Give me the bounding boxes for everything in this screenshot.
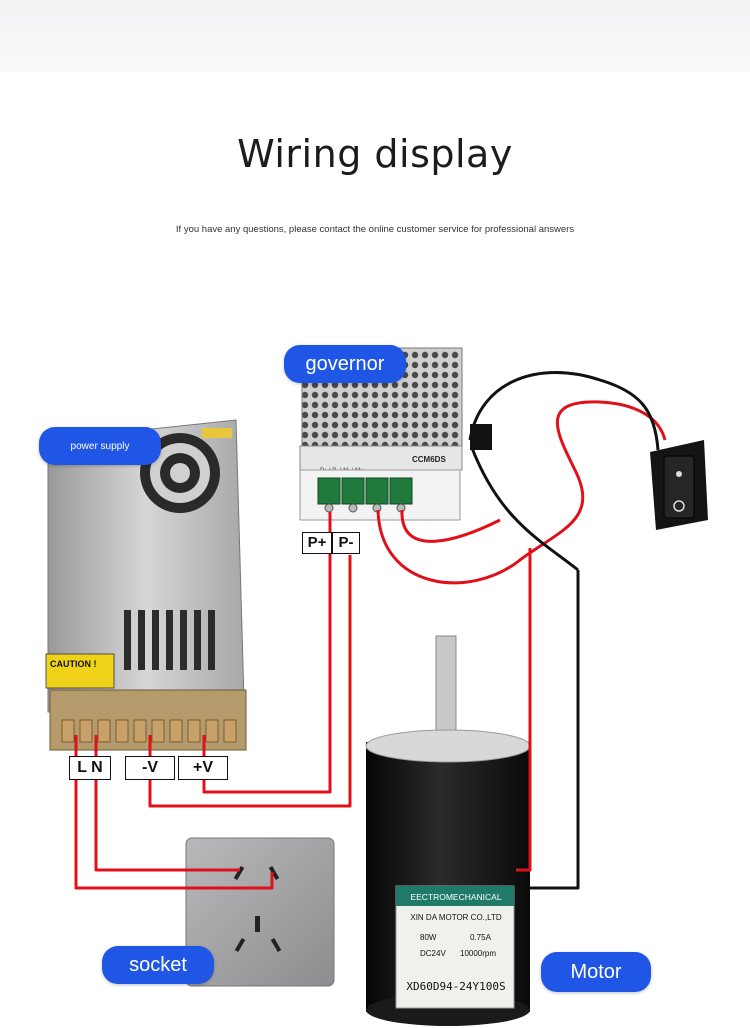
wall-socket <box>185 837 335 987</box>
motor-brand: EECTROMECHANICAL <box>410 892 501 902</box>
top-banner <box>0 0 750 72</box>
terminal-ln: L N <box>69 756 111 780</box>
governor-label: governor <box>284 345 406 383</box>
motor-voltage: DC24V <box>420 949 446 958</box>
dc-motor: EECTROMECHANICAL XIN DA MOTOR CO.,LTD 80… <box>365 635 531 1026</box>
power-supply-label: power supply <box>39 427 161 465</box>
power-supply-unit: CAUTION ! <box>45 419 247 751</box>
motor-model: XD60D94-24Y100S <box>406 980 505 993</box>
governor-model: CCM6DS <box>412 455 446 464</box>
wiring-illustration: CAUTION ! CCM6DS P+ | P- | M- | M+ <box>45 347 708 1026</box>
power-supply-text: power supply <box>70 440 130 452</box>
socket-label: socket <box>102 946 214 984</box>
motor-speed: 10000rpm <box>460 949 496 958</box>
page-subtitle: If you have any questions, please contac… <box>175 224 575 235</box>
rocker-switch-icon <box>650 440 708 530</box>
terminal-p-plus: P+ <box>302 532 332 554</box>
motor-text: Motor <box>570 960 622 983</box>
terminal-p-minus: P- <box>332 532 360 554</box>
motor-power: 80W <box>420 933 437 942</box>
motor-current: 0.75A <box>470 933 492 942</box>
terminal-plus-v: +V <box>178 756 228 780</box>
psu-fan-icon <box>140 433 220 513</box>
terminal-minus-v: -V <box>125 756 175 780</box>
black-wires <box>468 371 660 890</box>
motor-company: XIN DA MOTOR CO.,LTD <box>410 913 501 922</box>
socket-text: socket <box>129 953 187 976</box>
wiring-diagram: CAUTION ! CCM6DS P+ | P- | M- | M+ <box>0 300 750 1028</box>
governor-text: governor <box>305 352 385 375</box>
page-title: Wiring display <box>237 132 513 176</box>
motor-label: Motor <box>541 952 651 992</box>
caution-label: CAUTION ! <box>50 659 97 669</box>
